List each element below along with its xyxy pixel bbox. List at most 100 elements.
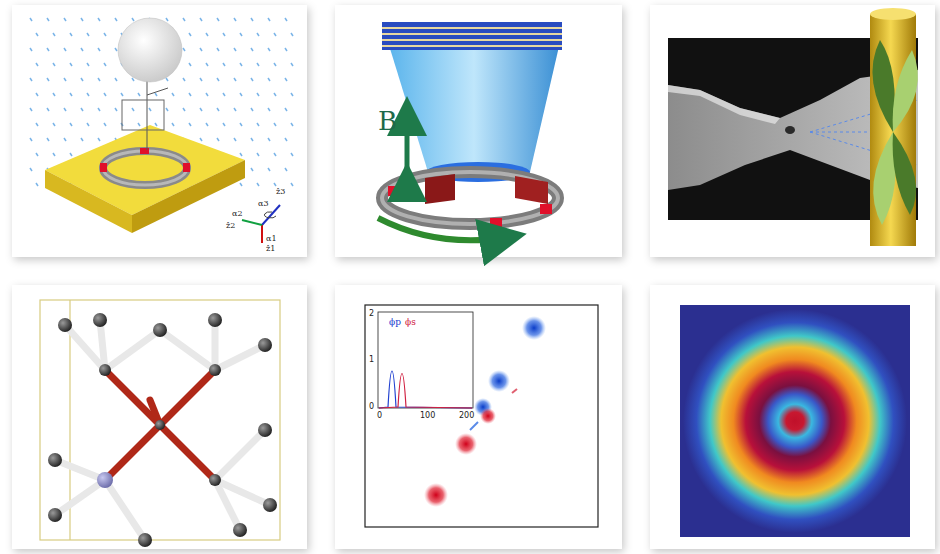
field-arrow	[206, 93, 208, 96]
tick-label: 200	[459, 412, 474, 420]
field-arrow	[172, 93, 174, 96]
field-arrow	[87, 33, 89, 36]
field-arrow	[115, 48, 117, 51]
field-arrow	[183, 48, 185, 51]
field-arrow	[132, 18, 134, 21]
field-arrow	[223, 63, 225, 66]
field-arrow	[291, 183, 293, 186]
field-arrow	[240, 93, 242, 96]
field-arrow	[189, 33, 191, 36]
field-arrow	[234, 18, 236, 21]
field-arrow	[64, 78, 66, 81]
tick-label: 0	[369, 403, 374, 411]
field-arrow	[189, 93, 191, 96]
field-arrow	[70, 93, 72, 96]
field-arrow	[53, 93, 55, 96]
field-arrow	[217, 18, 219, 21]
field-arrow	[274, 33, 276, 36]
field-arrow	[30, 48, 32, 51]
tick-label: 2	[369, 310, 374, 318]
field-arrow	[183, 108, 185, 111]
field-arrow	[274, 93, 276, 96]
field-arrow	[115, 18, 117, 21]
field-arrow	[268, 168, 270, 171]
field-arrow	[64, 48, 66, 51]
field-arrow	[234, 78, 236, 81]
field-label: B	[378, 108, 397, 134]
field-arrow	[166, 18, 168, 21]
field-arrow	[240, 183, 242, 186]
field-arrow	[206, 123, 208, 126]
field-arrow	[251, 18, 253, 21]
field-arrow	[285, 138, 287, 141]
field-arrow	[166, 78, 168, 81]
tick-label: 100	[420, 412, 435, 420]
field-arrow	[285, 168, 287, 171]
field-arrow	[240, 123, 242, 126]
field-arrow	[200, 108, 202, 111]
field-arrow	[81, 138, 83, 141]
field-arrow	[274, 153, 276, 156]
field-arrow	[189, 123, 191, 126]
axis-label: ẑ3	[276, 188, 285, 196]
axis-label: α3	[258, 200, 269, 208]
field-arrow	[70, 33, 72, 36]
field-arrow	[87, 123, 89, 126]
field-arrow	[183, 18, 185, 21]
field-arrow	[268, 18, 270, 21]
field-arrow	[64, 18, 66, 21]
field-arrow	[81, 18, 83, 21]
field-arrow	[251, 138, 253, 141]
field-arrow	[155, 123, 157, 126]
field-arrow	[274, 63, 276, 66]
field-arrow	[257, 123, 259, 126]
field-arrow	[104, 123, 106, 126]
field-arrow	[217, 108, 219, 111]
field-arrow	[251, 48, 253, 51]
field-arrow	[70, 63, 72, 66]
field-arrow	[53, 123, 55, 126]
field-arrow	[206, 63, 208, 66]
field-arrow	[53, 33, 55, 36]
field-arrow	[183, 78, 185, 81]
field-arrow	[189, 63, 191, 66]
field-arrow	[223, 123, 225, 126]
field-arrow	[36, 153, 38, 156]
field-arrow	[30, 78, 32, 81]
field-arrow	[257, 183, 259, 186]
field-arrow	[217, 48, 219, 51]
field-arrow	[47, 78, 49, 81]
axis-label: α1	[266, 235, 277, 243]
field-arrow	[291, 153, 293, 156]
field-arrow	[30, 108, 32, 111]
field-arrow	[234, 108, 236, 111]
field-arrow	[98, 108, 100, 111]
field-arrow	[234, 138, 236, 141]
field-arrow	[149, 108, 151, 111]
field-arrow	[257, 153, 259, 156]
field-arrow	[64, 108, 66, 111]
field-arrow	[87, 63, 89, 66]
tick-label: 0	[377, 412, 382, 420]
legend-label: ϕs	[405, 318, 416, 327]
field-arrow	[138, 93, 140, 96]
field-arrow	[257, 93, 259, 96]
field-arrow	[291, 63, 293, 66]
field-arrow	[291, 123, 293, 126]
field-arrow	[104, 63, 106, 66]
field-arrow	[285, 48, 287, 51]
field-arrow	[81, 78, 83, 81]
field-arrow	[240, 33, 242, 36]
axis-label: α2	[232, 210, 243, 218]
field-arrow	[115, 78, 117, 81]
field-arrow	[240, 153, 242, 156]
field-arrow	[36, 93, 38, 96]
field-arrow	[251, 78, 253, 81]
field-arrow	[291, 93, 293, 96]
field-arrow	[206, 33, 208, 36]
field-arrow	[121, 93, 123, 96]
field-arrow	[53, 63, 55, 66]
field-arrow	[36, 63, 38, 66]
field-arrow	[132, 78, 134, 81]
